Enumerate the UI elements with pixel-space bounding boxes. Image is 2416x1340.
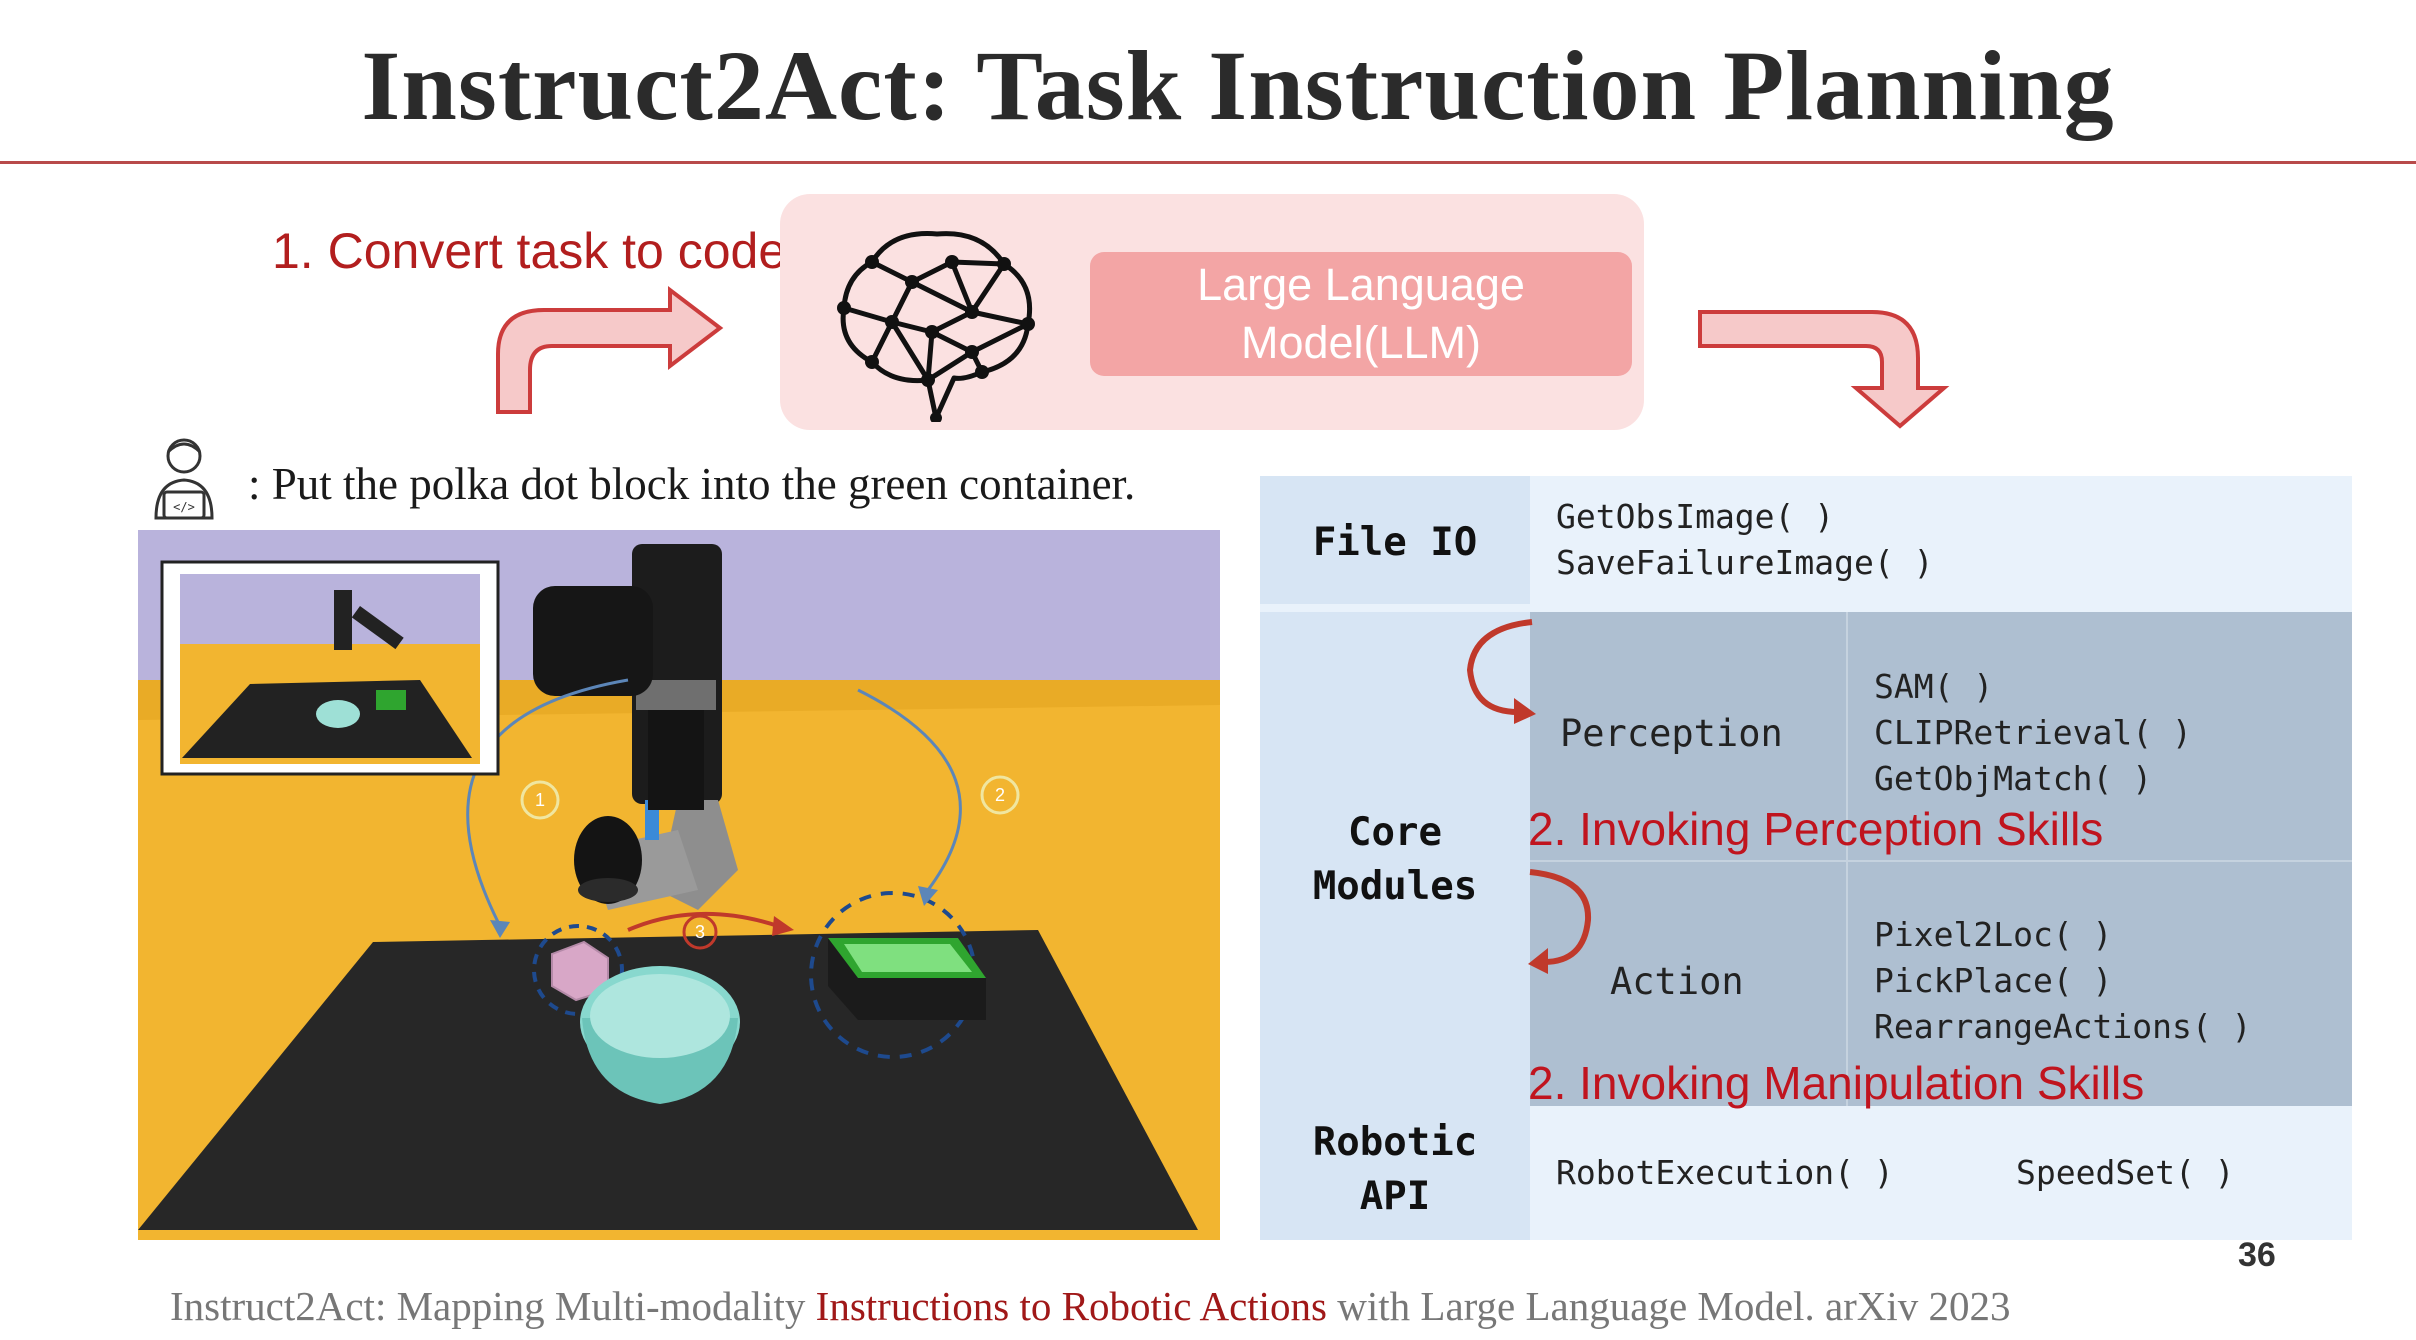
file-io-function-2: SaveFailureImage( ) bbox=[1556, 543, 1934, 582]
robotic-api-label-text: Robotic API bbox=[1312, 1120, 1478, 1219]
core-modules-label: Core Modules bbox=[1260, 806, 1530, 914]
file-io-label: File IO bbox=[1312, 520, 1478, 565]
perception-function-2: CLIPRetrieval( ) bbox=[1874, 713, 2192, 752]
title-divider bbox=[0, 161, 2416, 164]
citation-highlight: Instructions to Robotic Actions bbox=[815, 1283, 1328, 1329]
action-function-1: Pixel2Loc( ) bbox=[1874, 915, 2113, 954]
manipulation-skills-note: 2. Invoking Manipulation Skills bbox=[1528, 1057, 2145, 1109]
scene-marker-3: 3 bbox=[695, 922, 705, 942]
citation: Instruct2Act: Mapping Multi-modality Ins… bbox=[170, 1282, 2011, 1330]
robotic-api-label: Robotic API bbox=[1260, 1116, 1530, 1224]
llm-box: Large Language Model(LLM) bbox=[1090, 252, 1632, 376]
file-io-function-1: GetObsImage( ) bbox=[1556, 497, 1835, 536]
slide-title: Instruct2Act: Task Instruction Planning bbox=[361, 30, 2115, 141]
brain-network-icon bbox=[837, 231, 1035, 422]
robotic-api-function-1: RobotExecution( ) bbox=[1556, 1153, 1894, 1192]
step1-label: 1. Convert task to codes bbox=[272, 223, 812, 279]
perception-label: Perception bbox=[1560, 712, 1783, 755]
core-modules-label-cell bbox=[1260, 612, 1530, 1106]
task-instruction: : Put the polka dot block into the green… bbox=[248, 459, 1136, 509]
action-label: Action bbox=[1610, 960, 1744, 1003]
core-row-divider bbox=[1530, 860, 2352, 862]
curl-arrow-icon bbox=[1466, 619, 1536, 724]
citation-pre: Instruct2Act: Mapping Multi-modality bbox=[170, 1283, 816, 1329]
citation-post: with Large Language Model. arXiv 2023 bbox=[1327, 1283, 2011, 1329]
user-coder-icon: </> bbox=[154, 438, 214, 520]
module-table: File IO GetObsImage( ) SaveFailureImage(… bbox=[1260, 476, 2352, 1240]
llm-label: Large Language Model(LLM) bbox=[1197, 259, 1525, 368]
curved-arrow-down-icon bbox=[1698, 310, 1950, 429]
perception-function-1: SAM( ) bbox=[1874, 667, 1994, 706]
robotic-api-function-2: SpeedSet( ) bbox=[2016, 1153, 2235, 1192]
svg-text:</>: </> bbox=[173, 500, 195, 514]
curl-arrow-icon bbox=[1528, 869, 1592, 974]
perception-skills-note: 2. Invoking Perception Skills bbox=[1528, 803, 2104, 855]
file-io-label-cell bbox=[1260, 476, 1530, 604]
robot-scene-image: 1 2 3 bbox=[138, 530, 1220, 1240]
core-col-divider bbox=[1846, 612, 1848, 1106]
scene-marker-1: 1 bbox=[535, 790, 545, 810]
page-number: 36 bbox=[2238, 1236, 2276, 1272]
core-modules-body bbox=[1530, 612, 2352, 1106]
scene-illustration: 1 2 3 bbox=[138, 530, 1220, 1240]
curved-arrow-right-icon bbox=[496, 285, 724, 414]
action-function-2: PickPlace( ) bbox=[1874, 961, 2113, 1000]
scene-marker-2: 2 bbox=[995, 785, 1005, 805]
action-function-3: RearrangeActions( ) bbox=[1874, 1007, 2252, 1046]
perception-function-3: GetObjMatch( ) bbox=[1874, 759, 2153, 798]
robotic-api-label-cell bbox=[1260, 1106, 1530, 1240]
core-modules-label-text: Core Modules bbox=[1312, 810, 1478, 909]
